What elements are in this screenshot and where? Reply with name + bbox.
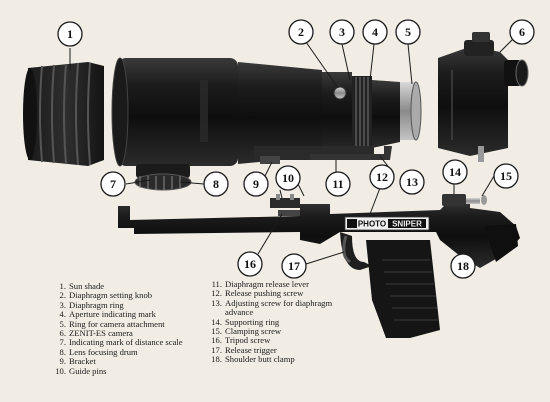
legend-item: 3.Diaphragm ring xyxy=(59,299,124,310)
brand-plate-sniper: SNIPER xyxy=(392,220,422,229)
svg-text:4: 4 xyxy=(372,25,378,39)
callout-1: 1 xyxy=(57,21,83,47)
svg-text:5: 5 xyxy=(405,25,411,39)
svg-text:12: 12 xyxy=(376,170,388,184)
callout-9: 9 xyxy=(243,171,269,197)
legend-item: 12.Release pushing screw xyxy=(211,288,304,299)
legend-item: 15.Clamping screw xyxy=(211,326,282,337)
legend-item: 11.Diaphragm release lever xyxy=(211,279,309,289)
legend-item: 5.Ring for camera attachment xyxy=(59,318,165,329)
callout-11: 11 xyxy=(325,171,351,197)
legend-item: 18.Shoulder butt clamp xyxy=(211,354,295,365)
callout-7: 7 xyxy=(100,171,126,197)
callout-12: 12 xyxy=(369,164,395,190)
legend-item: 14.Supporting ring xyxy=(211,316,280,327)
callout-5: 5 xyxy=(395,19,421,45)
callout-4: 4 xyxy=(362,19,388,45)
callout-6: 6 xyxy=(509,19,535,45)
svg-text:3: 3 xyxy=(339,25,345,39)
svg-text:11: 11 xyxy=(332,177,343,191)
callout-2: 2 xyxy=(288,19,314,45)
svg-text:13: 13 xyxy=(406,175,418,189)
legend-item: 4.Aperture indicating mark xyxy=(59,309,156,320)
legend-item: 6.ZENIT-ES camera xyxy=(59,328,133,339)
legend-item: 2.Diaphragm setting knob xyxy=(59,290,153,301)
svg-text:14: 14 xyxy=(449,165,461,179)
legend-item: 9.Bracket xyxy=(59,356,96,367)
svg-text:17: 17 xyxy=(288,259,300,273)
svg-text:6: 6 xyxy=(519,25,525,39)
legend-right: 11.Diaphragm release lever 12.Release pu… xyxy=(208,279,333,365)
callout-3: 3 xyxy=(329,19,355,45)
callout-14: 14 xyxy=(442,159,468,185)
sun-shade xyxy=(23,62,104,166)
svg-text:1: 1 xyxy=(67,27,73,41)
legend-left: 1.Sun shade 2.Diaphragm setting knob 3.D… xyxy=(52,281,183,376)
callout-17: 17 xyxy=(281,253,307,279)
svg-text:15: 15 xyxy=(500,169,512,183)
brand-plate-photo: PHOTO xyxy=(358,220,386,229)
svg-text:18: 18 xyxy=(457,259,469,273)
callout-8: 8 xyxy=(203,171,229,197)
svg-text:8: 8 xyxy=(213,177,219,191)
leader-lines xyxy=(69,37,515,265)
telephoto-lens xyxy=(111,57,422,191)
zenit-camera xyxy=(438,32,529,162)
legend-item-continued: advance xyxy=(225,307,254,318)
legend-item: 10.Guide pins xyxy=(55,365,107,376)
legend-item: 17.Release trigger xyxy=(211,344,277,355)
legend-item: 13.Adjusting screw for diaphragm xyxy=(211,297,333,308)
callout-15: 15 xyxy=(493,163,519,189)
svg-text:10: 10 xyxy=(282,171,294,185)
callout-16: 16 xyxy=(237,251,263,277)
callout-13: 13 xyxy=(399,169,425,195)
svg-text:2: 2 xyxy=(298,25,304,39)
svg-text:7: 7 xyxy=(110,177,116,191)
rifle-stock: PHOTO SNIPER xyxy=(118,194,520,338)
legend-item: 1.Sun shade xyxy=(59,281,105,291)
svg-text:9: 9 xyxy=(253,177,259,191)
legend-item: 7.Indicating mark of distance scale xyxy=(59,337,183,348)
callout-18: 18 xyxy=(450,253,476,279)
callout-10: 10 xyxy=(275,165,301,191)
legend-item: 8.Lens focusing drum xyxy=(59,346,138,357)
legend-item: 16.Tripod screw xyxy=(211,335,271,346)
svg-text:16: 16 xyxy=(244,257,256,271)
